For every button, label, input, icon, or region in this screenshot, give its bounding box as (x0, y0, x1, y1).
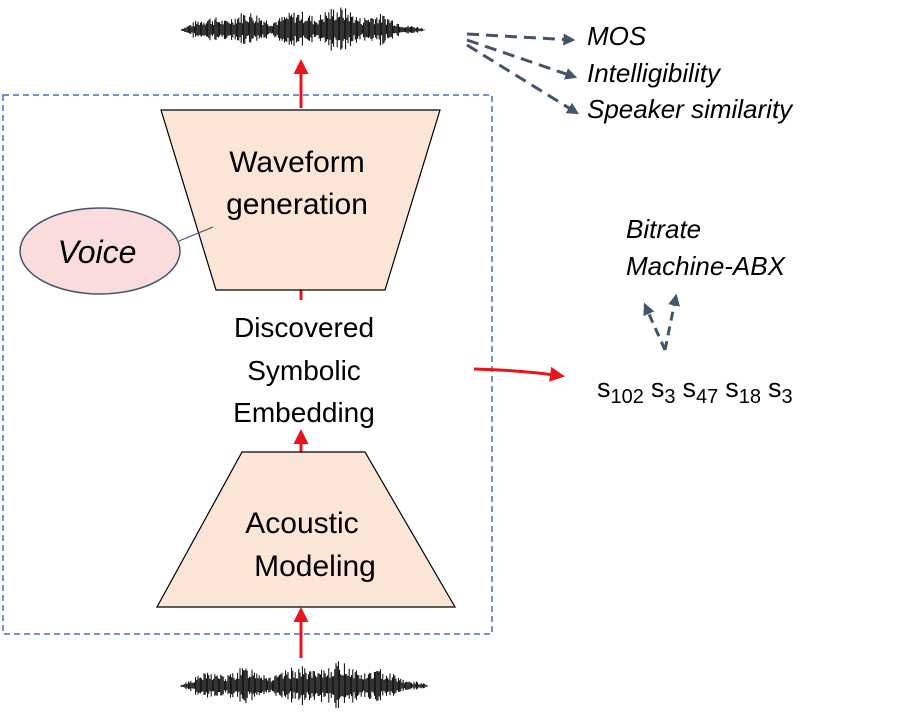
unit-metric-arrow-left (643, 302, 667, 351)
embedding-label-line1: Discovered (234, 312, 374, 343)
voice-ellipse (19, 207, 181, 295)
unit-index: 18 (739, 386, 761, 408)
decoder-label-line2: generation (226, 188, 368, 221)
metric-arrow-intelligibility (466, 38, 578, 80)
unit-symbol: s (725, 373, 739, 403)
unit-index: 3 (782, 386, 793, 408)
acoustic-modeling-block (155, 451, 457, 608)
embedding-label-line2: Symbolic (247, 355, 361, 386)
unit-index: 47 (696, 386, 718, 408)
metric-intelligibility: Intelligibility (587, 58, 722, 88)
unit-symbol: s (683, 373, 697, 403)
encoder-label-line2: Modeling (254, 550, 376, 583)
embedding-to-units-arrow (473, 366, 565, 382)
unit-metric-arrow-right (663, 293, 680, 351)
metric-arrow-speaker-similarity (466, 43, 580, 115)
metric-machine-abx: Machine-ABX (626, 251, 787, 281)
embedding-label-line3: Embedding (233, 397, 375, 428)
system-boundary (2, 94, 493, 635)
unit-symbol: s (768, 373, 782, 403)
unit-symbol: s (651, 373, 665, 403)
voice-label: Voice (58, 234, 137, 270)
voice-connector (178, 226, 214, 242)
metric-speaker-similarity: Speaker similarity (587, 94, 794, 124)
encoder-label-line1: Acoustic (245, 507, 358, 540)
waveform-generation-block (160, 109, 441, 291)
decoder-label-line1: Waveform (229, 146, 365, 179)
metric-bitrate: Bitrate (626, 214, 701, 244)
metric-mos: MOS (587, 21, 647, 51)
metric-arrow-mos (466, 32, 576, 46)
output-waveform-icon (180, 7, 426, 51)
unit-symbol: s (597, 373, 611, 403)
input-waveform-icon (180, 661, 428, 709)
unit-index: 102 (611, 386, 644, 408)
unit-index: 3 (664, 386, 675, 408)
